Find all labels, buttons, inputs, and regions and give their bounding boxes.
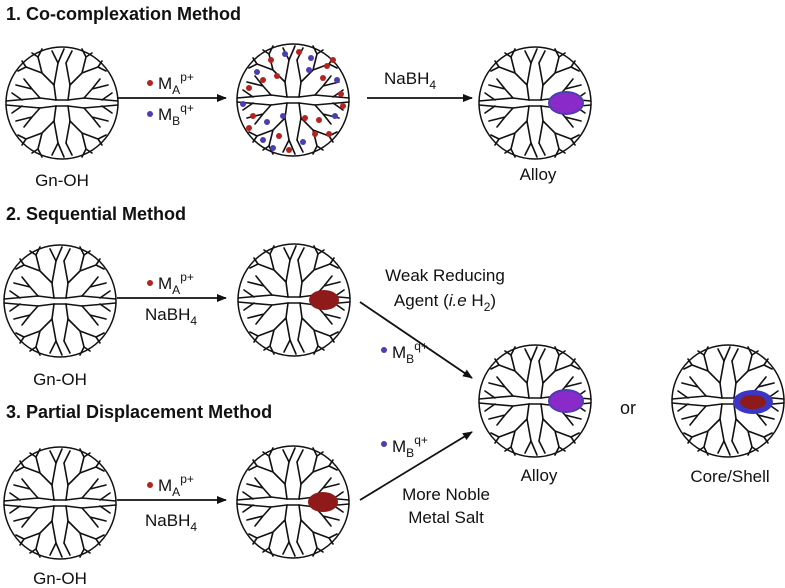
metal-a-ion (246, 85, 252, 91)
metal-ions-loaded (240, 49, 346, 153)
metal-b-ion (332, 113, 338, 119)
metal-b-ion (270, 145, 276, 151)
core-shell-label: Core/Shell (690, 467, 769, 486)
metal-b-dot (381, 441, 387, 447)
metal-a-ion (324, 63, 330, 69)
metal-a-ion (302, 115, 308, 121)
gn-oh-label-3: Gn-OH (33, 569, 87, 588)
metal-a-ion (250, 113, 256, 119)
metal-a-ion (330, 57, 336, 63)
metal-a-ion (338, 91, 344, 97)
weak-reducing-line1: Weak Reducing (385, 266, 505, 285)
metal-b-ion (334, 77, 340, 83)
metal-b-ion (280, 113, 286, 119)
section2-title: 2. Sequential Method (6, 204, 186, 224)
metal-a-ion (268, 57, 274, 63)
metal-a-ion (340, 103, 346, 109)
dendrimer-gn-oh-1 (5, 46, 119, 160)
metal-b-ion (254, 69, 260, 75)
gn-oh-label-2: Gn-OH (33, 370, 87, 389)
metal-a-particle-3 (308, 492, 338, 512)
metal-a-ion (312, 131, 318, 137)
reagent-nabh4-3: NaBH4 (145, 511, 197, 534)
metal-a-ion (316, 117, 322, 123)
gn-oh-label-1: Gn-OH (35, 171, 89, 190)
arrow-2b (359, 301, 473, 379)
reagent-nabh4-2: NaBH4 (145, 305, 197, 328)
or-label: or (620, 398, 636, 418)
reagent-ma-text: MAp+ (158, 270, 194, 297)
metal-b-ion (300, 139, 306, 145)
alloy-particle-2 (548, 389, 584, 413)
reagent-mb-text: MBq+ (392, 339, 428, 366)
metal-b-ion (260, 137, 266, 143)
reagent-ma-2: MAp+ (147, 270, 194, 297)
reagent-ma-1: MAp+ (147, 70, 194, 97)
alloy-label-1: Alloy (520, 165, 557, 184)
metal-a-ion (260, 77, 266, 83)
section1-title: 1. Co-complexation Method (6, 4, 241, 24)
reagent-mb-1: MBq+ (147, 101, 194, 128)
reagent-nabh4-1: NaBH4 (384, 69, 436, 92)
dendrimer-gn-oh-2 (3, 244, 117, 358)
alloy-particle-1 (548, 91, 584, 115)
metal-a-particle-2 (309, 290, 339, 310)
reagent-mb-2: MBq+ (381, 339, 428, 366)
reagent-ma-3: MAp+ (147, 472, 194, 499)
metal-a-ion (274, 73, 280, 79)
metal-a-ion (246, 125, 252, 131)
metal-a-dot (147, 80, 153, 86)
metal-a-dot (147, 482, 153, 488)
reagent-ma-text: MAp+ (158, 472, 194, 499)
metal-b-ion (282, 51, 288, 57)
reagent-mb-text: MBq+ (392, 433, 428, 460)
metal-b-ion (306, 67, 312, 73)
metal-a-ion (326, 131, 332, 137)
reagent-mb-3: MBq+ (381, 433, 428, 460)
metal-a-ion (296, 49, 302, 55)
dendrimer-gn-oh-3 (3, 446, 117, 560)
metal-a-ion (276, 133, 282, 139)
reagent-mb-text: MBq+ (158, 101, 194, 128)
core-particle (740, 395, 766, 409)
noble-salt-line1: More Noble (402, 485, 490, 504)
noble-salt-line2: Metal Salt (408, 508, 484, 527)
section3-title: 3. Partial Displacement Method (6, 402, 272, 422)
metal-a-ion (286, 147, 292, 153)
arrow-3b (359, 431, 473, 501)
metal-b-dot (381, 347, 387, 353)
reagent-ma-text: MAp+ (158, 70, 194, 97)
metal-a-dot (147, 280, 153, 286)
weak-reducing-line2: Agent (i.e H2) (394, 291, 496, 314)
alloy-label-2: Alloy (521, 466, 558, 485)
metal-b-ion (264, 119, 270, 125)
metal-b-ion (240, 101, 246, 107)
metal-a-ion (320, 75, 326, 81)
metal-b-dot (147, 111, 153, 117)
metal-b-ion (308, 55, 314, 61)
